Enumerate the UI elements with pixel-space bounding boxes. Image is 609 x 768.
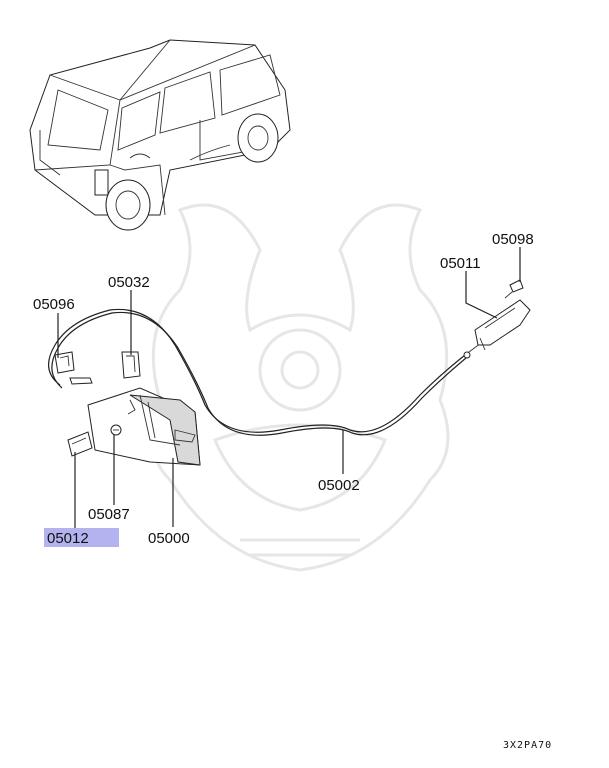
- diagram-code: 3X2PA70: [503, 740, 552, 751]
- callout-05096[interactable]: 05096: [33, 296, 75, 313]
- part-05087-screw: [110, 424, 122, 436]
- callout-05012[interactable]: 05012: [47, 530, 89, 547]
- callout-05098[interactable]: 05098: [492, 231, 534, 248]
- callout-05011[interactable]: 05011: [440, 255, 481, 272]
- part-05011-release-lever: [474, 299, 531, 351]
- samurai-helmet-watermark: [150, 203, 450, 572]
- callout-05087[interactable]: 05087: [88, 506, 130, 523]
- leader-lines: [57, 247, 521, 528]
- part-05098-bolt: [504, 279, 524, 299]
- callout-05002[interactable]: 05002: [318, 477, 360, 494]
- callout-05032[interactable]: 05032: [108, 274, 150, 291]
- part-05032-clip: [121, 351, 141, 379]
- vehicle-illustration: [29, 39, 291, 231]
- part-05000-fuel-lid-housing: [87, 387, 201, 466]
- highlight-05012: [44, 528, 119, 547]
- part-05096-cable-clip: [54, 351, 93, 385]
- callout-05000[interactable]: 05000: [148, 530, 190, 547]
- part-05012-latch: [67, 431, 93, 457]
